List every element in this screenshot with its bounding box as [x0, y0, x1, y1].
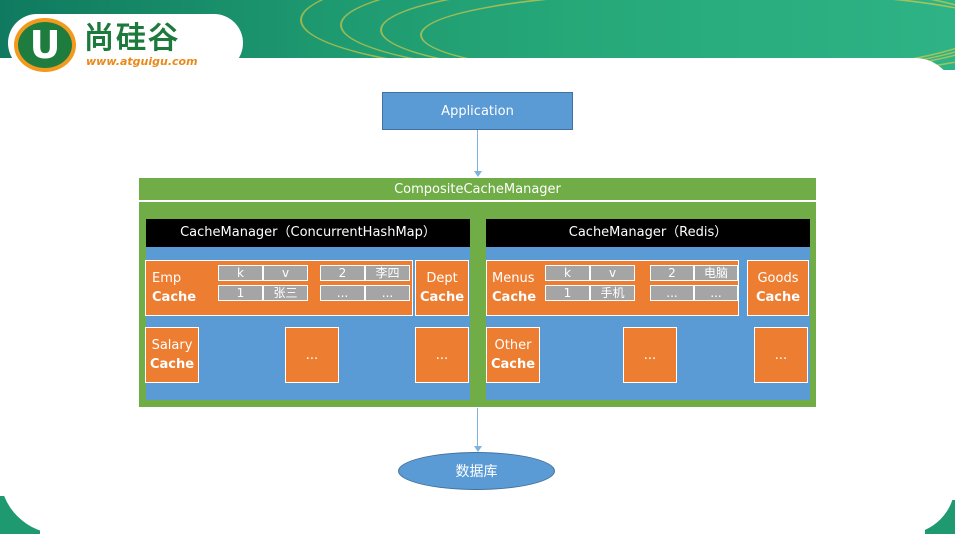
- more-label: ...: [774, 347, 788, 363]
- cache-manager-concurrenthashmap: CacheManager（ConcurrentHashMap） Emp Cach…: [145, 219, 470, 400]
- connector-composite-to-database: [477, 408, 478, 446]
- cache-kind: Cache: [490, 357, 536, 372]
- more-label: ...: [643, 347, 657, 363]
- arrow-head: [474, 171, 482, 177]
- more-caches: ...: [754, 327, 808, 383]
- more-caches: ...: [623, 327, 677, 383]
- logo-icon: U: [14, 18, 76, 72]
- kv-cell: 2: [650, 265, 694, 281]
- kv-cell: 2: [320, 265, 365, 281]
- kv-cell: v: [263, 265, 308, 281]
- banner-wave-decoration: [380, 0, 955, 70]
- logo-letter: U: [29, 23, 61, 67]
- cache-manager-header: CacheManager（ConcurrentHashMap）: [146, 219, 470, 247]
- kv-cell: ...: [320, 285, 365, 301]
- salary-cache: Salary Cache: [145, 327, 199, 383]
- kv-cell: k: [218, 265, 263, 281]
- cache-kind: Cache: [152, 290, 197, 305]
- cache-kind: Cache: [419, 290, 465, 305]
- kv-cell: 1: [545, 285, 590, 301]
- kv-cell: 电脑: [694, 265, 738, 281]
- menus-cache-label: Menus Cache: [492, 269, 536, 307]
- goods-cache: Goods Cache: [747, 260, 809, 316]
- kv-cell: ...: [694, 285, 738, 301]
- kv-cell: 手机: [590, 285, 635, 301]
- logo-url: www.atguigu.com: [86, 55, 198, 68]
- kv-cell: 张三: [263, 285, 308, 301]
- cache-name: Other: [494, 338, 532, 353]
- banner-wave-decoration: [420, 0, 955, 70]
- kv-cell: 李四: [365, 265, 410, 281]
- cache-name: Salary: [151, 338, 193, 353]
- emp-cache: Emp Cache k v 1 张三 2 李四 ... ...: [145, 260, 413, 316]
- cache-kind: Cache: [149, 357, 195, 372]
- more-caches: ...: [415, 327, 469, 383]
- menus-cache: Menus Cache k v 1 手机 2 电脑 ... ...: [486, 260, 739, 316]
- cache-manager-header: CacheManager（Redis）: [486, 219, 810, 247]
- connector-app-to-composite: [477, 130, 478, 171]
- application-box: Application: [382, 92, 573, 130]
- kv-cell: v: [590, 265, 635, 281]
- logo-name: 尚硅谷: [84, 21, 180, 56]
- emp-cache-label: Emp Cache: [152, 269, 196, 307]
- more-caches: ...: [285, 327, 339, 383]
- cache-kind: Cache: [755, 290, 801, 305]
- kv-cell: k: [545, 265, 590, 281]
- dept-cache: Dept Cache: [415, 260, 469, 316]
- kv-cell: ...: [365, 285, 410, 301]
- other-cache: Other Cache: [486, 327, 540, 383]
- cache-name: Dept: [426, 271, 458, 286]
- kv-cell: ...: [650, 285, 694, 301]
- cache-manager-redis: CacheManager（Redis） Menus Cache k v 1 手机…: [486, 219, 810, 400]
- composite-cache-manager: CompositeCacheManager CacheManager（Concu…: [138, 177, 817, 408]
- database-ellipse: 数据库: [398, 452, 555, 490]
- cache-kind: Cache: [492, 290, 537, 305]
- cache-name: Emp: [152, 271, 182, 286]
- kv-cell: 1: [218, 285, 263, 301]
- cache-name: Goods: [757, 271, 799, 286]
- more-label: ...: [305, 347, 319, 363]
- cache-name: Menus: [492, 271, 535, 286]
- arrow-head: [474, 446, 482, 452]
- more-label: ...: [435, 347, 449, 363]
- composite-title: CompositeCacheManager: [139, 178, 816, 202]
